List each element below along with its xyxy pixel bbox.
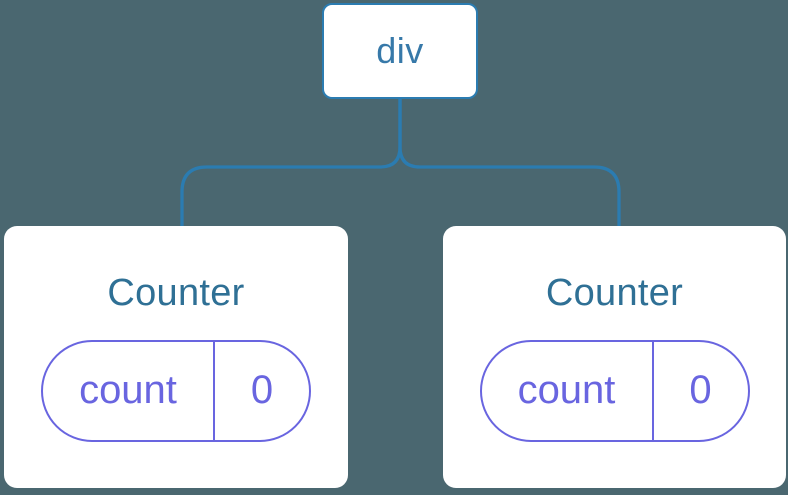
tree-node-counter-left: Counter count 0	[4, 226, 348, 488]
state-key-label: count	[482, 341, 654, 440]
connector-left-branch	[180, 99, 402, 227]
state-value: 0	[689, 368, 712, 413]
counter-title: Counter	[107, 272, 245, 314]
tree-node-div: div	[322, 3, 478, 99]
counter-title: Counter	[545, 272, 684, 314]
connector-right-branch	[398, 99, 621, 227]
state-value: 0	[250, 368, 274, 413]
state-pill: count 0	[479, 339, 750, 442]
state-key-label: count	[43, 341, 215, 440]
tree-node-div-label: div	[376, 30, 424, 71]
tree-node-counter-right: Counter count 0	[443, 226, 786, 488]
state-pill: count 0	[41, 339, 311, 442]
